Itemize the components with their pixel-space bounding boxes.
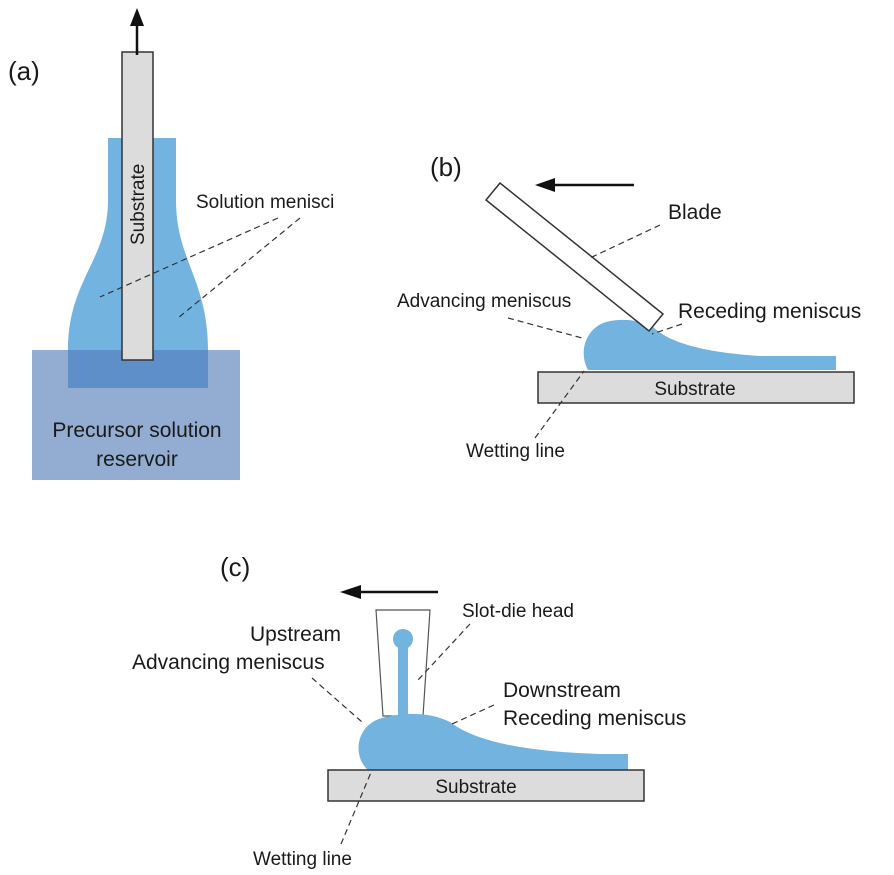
blade-leader	[589, 224, 661, 259]
panel-c-label: (c)	[220, 552, 250, 582]
panel-a-label: (a)	[8, 56, 40, 86]
panel-b-label: (b)	[430, 152, 462, 182]
slot-die-cavity	[393, 629, 413, 649]
advancing-meniscus-label-c: Advancing meniscus	[132, 651, 325, 674]
substrate-label-b: Substrate	[654, 379, 735, 400]
slot-die-liquid-film	[358, 713, 628, 770]
panel-b: (b) Substrate Blade Advancing meniscus R…	[397, 152, 861, 462]
blade-motion-arrow-icon	[535, 178, 555, 192]
upstream-label: Upstream	[250, 623, 341, 646]
wetting-line-label-b: Wetting line	[466, 441, 565, 462]
advancing-meniscus-label-b: Advancing meniscus	[397, 291, 571, 312]
advancing-leader-b	[507, 317, 583, 339]
panel-a: (a) Substrate Solution menisci Precursor…	[8, 8, 334, 480]
substrate-label-a: Substrate	[128, 164, 149, 245]
receding-meniscus-label-b: Receding meniscus	[678, 300, 861, 323]
receding-leader-b	[651, 323, 683, 335]
menisci-leader-right	[177, 217, 301, 319]
pull-arrow-icon	[130, 8, 144, 26]
wetting-leader-b	[534, 370, 585, 439]
receding-leader-c	[451, 704, 495, 725]
slot-die-motion-arrow-icon	[340, 585, 361, 599]
blade	[484, 181, 665, 333]
slot-die-head-label: Slot-die head	[462, 601, 574, 622]
substrate-horizontal-b	[537, 371, 855, 404]
slot-die-channel	[398, 640, 408, 720]
blade-liquid-film	[583, 319, 836, 370]
substrate-label-c: Substrate	[435, 777, 516, 798]
advancing-leader-c	[311, 677, 363, 723]
wetting-leader-c	[340, 769, 373, 845]
menisci-leader-left	[99, 217, 279, 298]
receding-meniscus-label-c: Receding meniscus	[503, 707, 686, 730]
wetting-line-label-c: Wetting line	[253, 849, 352, 870]
slot-die-leader	[417, 623, 471, 681]
panel-c: (c) Substrate Slot-die head Upstream Adv…	[132, 552, 686, 870]
downstream-label: Downstream	[503, 679, 621, 702]
reservoir-label-line2: reservoir	[96, 448, 178, 471]
solution-menisci-label: Solution menisci	[196, 192, 334, 213]
reservoir-label-line1: Precursor solution	[52, 419, 221, 442]
blade-label: Blade	[668, 201, 722, 224]
substrate-horizontal-c	[327, 769, 645, 802]
